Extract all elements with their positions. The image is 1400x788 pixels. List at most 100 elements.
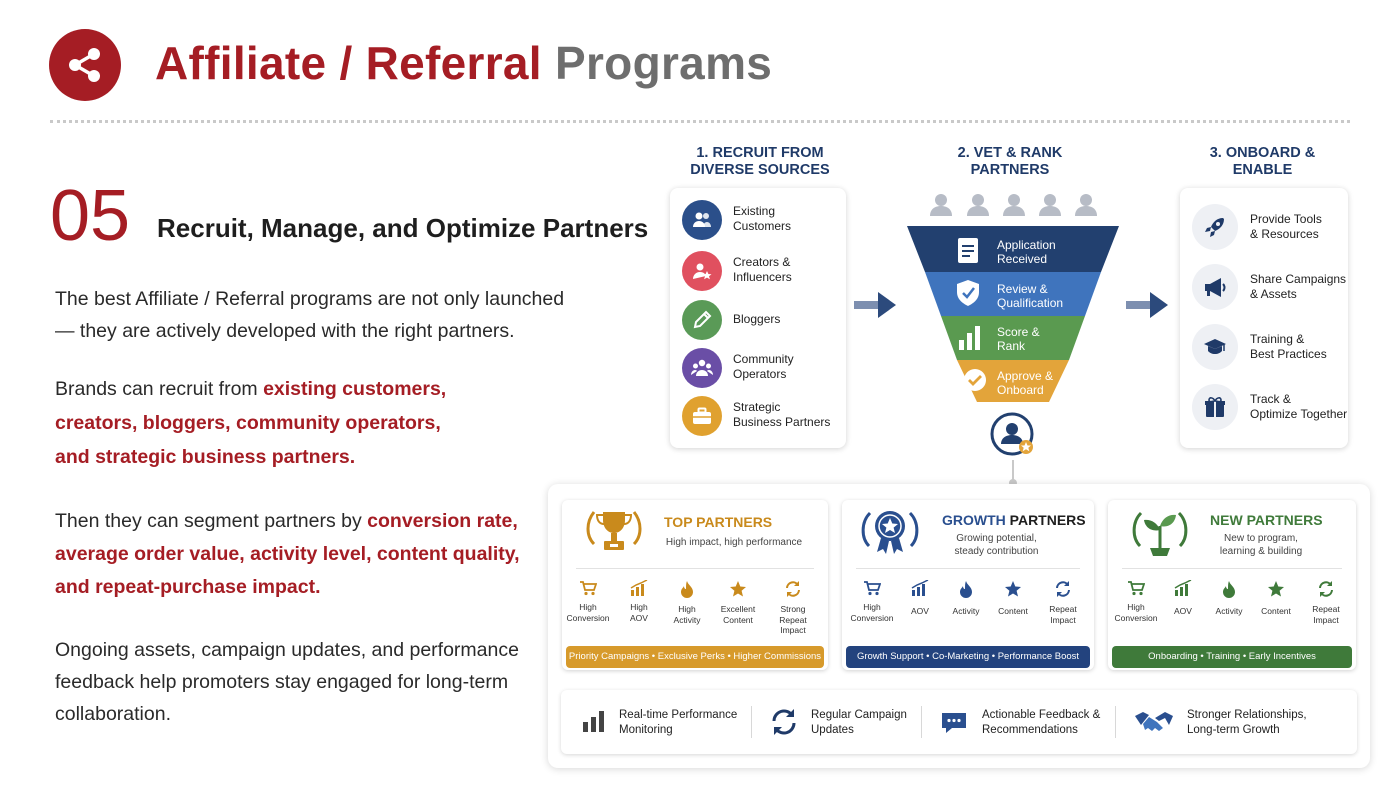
onboard-item-training: Training &Best Practices <box>1192 324 1348 370</box>
community-icon <box>682 348 722 388</box>
funnel-label-approve: Approve &Onboard <box>997 369 1054 397</box>
chat-bubble-icon <box>942 713 966 733</box>
onboard-item-track: Track &Optimize Together <box>1192 384 1348 430</box>
briefcase-icon <box>682 396 722 436</box>
connector-dot <box>1009 479 1017 487</box>
flame-icon <box>1223 581 1235 598</box>
arrow-right-icon <box>854 292 896 318</box>
funnel-label-review: Review &Qualification <box>997 282 1064 310</box>
creator-star-icon <box>682 251 722 291</box>
onboard-label: Track &Optimize Together <box>1250 392 1348 421</box>
logo-badge <box>49 29 121 101</box>
check-circle-icon <box>964 369 986 391</box>
flame-icon <box>681 581 693 598</box>
benefit-separator <box>751 706 752 738</box>
header-divider <box>50 120 1350 123</box>
title-secondary: Programs <box>555 37 773 89</box>
recruit-highlight-1: existing customers, <box>263 378 447 400</box>
applicants-icon <box>930 194 1097 216</box>
metric-aov: AOV <box>894 580 946 617</box>
engagement-paragraph: Ongoing assets, campaign updates, and pe… <box>55 639 519 725</box>
segment-highlight-2: average order value, activity level, con… <box>55 543 520 565</box>
tier-card-top-partners: TOP PARTNERS High impact, high performan… <box>562 500 828 670</box>
benefit-feedback: Actionable Feedback &Recommendations <box>939 690 1119 754</box>
tier-subtitle: Growing potential,steady contribution <box>954 533 1039 557</box>
tier-subtitle: New to program,learning & building <box>1219 533 1303 557</box>
gift-icon <box>1192 384 1238 430</box>
flame-icon <box>960 581 972 598</box>
graduation-cap-icon <box>1192 324 1238 370</box>
users-icon <box>682 200 722 240</box>
arrow-right-icon <box>1126 292 1168 318</box>
onboard-heading: 3. ONBOARD & ENABLE <box>1185 145 1340 179</box>
vetting-funnel <box>907 194 1119 402</box>
segment-highlight-3: and repeat-purchase impact. <box>55 576 321 598</box>
share-icon <box>69 48 100 82</box>
shield-check-icon <box>957 280 979 306</box>
onboard-label: Training &Best Practices <box>1250 332 1327 361</box>
funnel-label-score: Score &Rank <box>997 325 1040 353</box>
connector-line <box>1012 460 1014 486</box>
star-icon <box>1268 581 1284 597</box>
trend-chart-icon <box>630 580 648 596</box>
step-title: Recruit, Manage, and Optimize Partners <box>157 213 649 243</box>
benefit-label: Actionable Feedback &Recommendations <box>982 709 1101 736</box>
refresh-icon <box>772 709 796 735</box>
benefit-label: Stronger Relationships,Long-term Growth <box>1187 709 1307 736</box>
tier-divider <box>1122 568 1342 569</box>
onboard-heading-line1: 3. ONBOARD & <box>1209 145 1316 161</box>
source-label: Creators &Influencers <box>733 255 792 284</box>
source-item-bloggers: Bloggers <box>682 300 842 340</box>
metric-content: Content <box>987 580 1039 617</box>
repeat-icon <box>1056 581 1070 597</box>
tier-title: GROWTH PARTNERS <box>942 512 1086 528</box>
page-title: Affiliate / Referral Programs <box>155 36 772 90</box>
tier-card-growth-partners: GROWTH PARTNERS Growing potential,steady… <box>842 500 1094 670</box>
onboard-label: Share Campaigns& Assets <box>1250 272 1347 301</box>
segment-highlight-1: conversion rate, <box>367 510 518 532</box>
onboard-label: Provide Tools& Resources <box>1250 212 1322 241</box>
repeat-icon <box>786 581 800 597</box>
recruit-lead: Brands can recruit from <box>55 378 264 400</box>
megaphone-icon <box>1192 264 1238 310</box>
trophy-icon <box>586 511 642 550</box>
document-icon <box>958 238 978 263</box>
cart-icon <box>1128 581 1145 596</box>
star-icon <box>1005 581 1021 597</box>
benefit-relationships: Stronger Relationships,Long-term Growth <box>1133 690 1333 754</box>
benefit-separator <box>1115 706 1116 738</box>
recruit-paragraph: Brands can recruit from existing custome… <box>55 372 535 474</box>
recruit-heading: 1. RECRUIT FROM DIVERSE SOURCES <box>680 145 840 179</box>
vet-heading-line1: 2. VET & RANK <box>957 145 1063 161</box>
recruit-highlight-3: and strategic business partners. <box>55 446 356 468</box>
intro-paragraph: The best Affiliate / Referral programs a… <box>55 288 565 342</box>
onboard-item-campaigns: Share Campaigns& Assets <box>1192 264 1348 310</box>
trend-chart-icon <box>911 580 929 596</box>
step-number: 05 <box>50 176 131 256</box>
tier-benefits-banner: Growth Support • Co-Marketing • Performa… <box>846 646 1090 668</box>
bar-chart-icon <box>583 711 604 732</box>
vet-heading: 2. VET & RANK PARTNERS <box>930 145 1090 179</box>
tier-benefits-banner: Onboarding • Training • Early Incentives <box>1112 646 1352 668</box>
star-icon <box>730 581 746 597</box>
source-label: Bloggers <box>733 312 781 326</box>
tier-title: NEW PARTNERS <box>1210 512 1323 528</box>
funnel-stage-approve <box>957 360 1069 402</box>
pencil-icon <box>682 300 722 340</box>
segment-paragraph: Then they can segment partners by conver… <box>55 505 535 604</box>
tier-benefits-banner: Priority Campaigns • Exclusive Perks • H… <box>566 646 824 668</box>
